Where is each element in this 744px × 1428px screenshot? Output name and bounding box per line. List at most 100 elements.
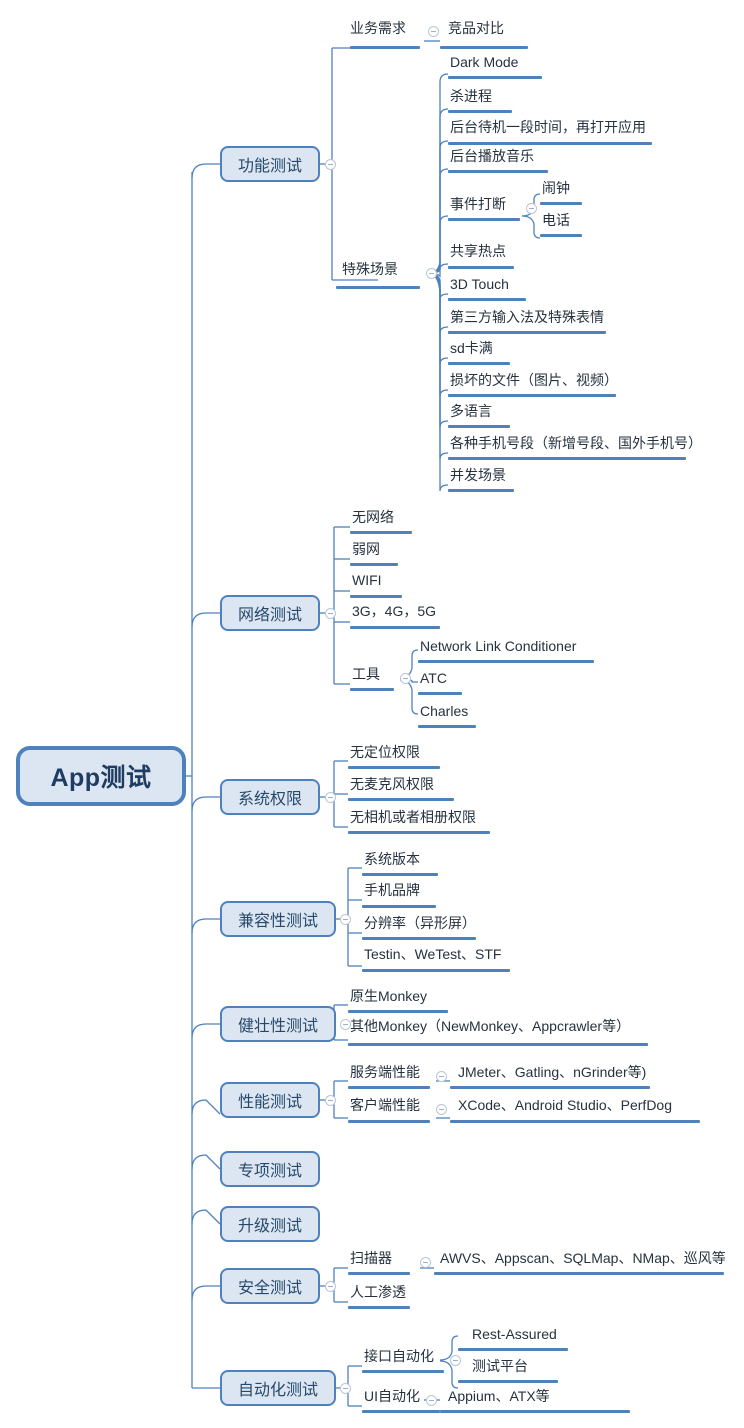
collapse-toggle-api-automation[interactable] bbox=[450, 1355, 461, 1366]
collapse-toggle-client-performance[interactable] bbox=[436, 1104, 447, 1115]
leaf-phone-call[interactable]: 电话 bbox=[542, 212, 570, 228]
leaf-multi-language[interactable]: 多语言 bbox=[450, 403, 492, 419]
collapse-toggle-business-requirement[interactable] bbox=[428, 26, 439, 37]
leaf-client-performance-tools[interactable]: XCode、Android Studio、PerfDog bbox=[458, 1097, 673, 1113]
collapse-toggle-event-interrupt[interactable] bbox=[526, 203, 537, 214]
branch-label: 系统权限 bbox=[237, 791, 302, 808]
leaf-rest-assured[interactable]: Rest-Assured bbox=[472, 1326, 557, 1342]
leaf-manual-penetration[interactable]: 人工渗透 bbox=[350, 1284, 406, 1300]
leaf-dark-mode[interactable]: Dark Mode bbox=[450, 54, 519, 70]
collapse-toggle-functional-test[interactable] bbox=[325, 159, 336, 170]
underline bbox=[448, 362, 510, 365]
leaf-os-version[interactable]: 系统版本 bbox=[364, 851, 420, 867]
underline bbox=[350, 688, 394, 691]
leaf-resolution[interactable]: 分辨率（异形屏） bbox=[364, 915, 476, 931]
leaf-3d-touch[interactable]: 3D Touch bbox=[450, 276, 509, 292]
collapse-toggle-compatibility-test[interactable] bbox=[340, 914, 351, 925]
branch-node-performance-test[interactable]: 性能测试 bbox=[220, 1082, 320, 1118]
leaf-no-location-permission[interactable]: 无定位权限 bbox=[350, 744, 420, 760]
leaf-cloud-test-platforms[interactable]: Testin、WeTest、STF bbox=[364, 946, 502, 962]
leaf-scanner-tools[interactable]: AWVS、Appscan、SQLMap、NMap、巡风等 bbox=[440, 1250, 726, 1266]
underline bbox=[450, 1086, 650, 1089]
branch-node-special-test[interactable]: 专项测试 bbox=[220, 1151, 320, 1187]
underline bbox=[348, 798, 454, 801]
underline bbox=[348, 1120, 430, 1123]
branch-node-network-test[interactable]: 网络测试 bbox=[220, 595, 320, 631]
leaf-share-hotspot[interactable]: 共享热点 bbox=[450, 243, 506, 259]
leaf-ui-automation-tools[interactable]: Appium、ATX等 bbox=[448, 1388, 550, 1404]
leaf-mobile-networks[interactable]: 3G，4G，5G bbox=[352, 603, 437, 619]
leaf-phone-number-segments[interactable]: 各种手机号段（新增号段、国外手机号） bbox=[450, 435, 702, 451]
underline bbox=[448, 170, 548, 173]
collapse-toggle-scanner[interactable] bbox=[420, 1257, 431, 1268]
collapse-toggle-server-performance[interactable] bbox=[436, 1071, 447, 1082]
leaf-api-automation[interactable]: 接口自动化 bbox=[364, 1348, 434, 1364]
leaf-concurrent-scenario[interactable]: 并发场景 bbox=[450, 467, 506, 483]
underline bbox=[448, 266, 514, 269]
collapse-toggle-security-test[interactable] bbox=[325, 1281, 336, 1292]
leaf-test-platform[interactable]: 测试平台 bbox=[472, 1358, 528, 1374]
underline bbox=[450, 1120, 700, 1123]
leaf-network-link-conditioner[interactable]: Network Link Conditioner bbox=[420, 638, 577, 654]
branch-label: 专项测试 bbox=[237, 1163, 302, 1180]
branch-node-functional-test[interactable]: 功能测试 bbox=[220, 146, 320, 182]
branch-node-security-test[interactable]: 安全测试 bbox=[220, 1268, 320, 1304]
leaf-kill-process[interactable]: 杀进程 bbox=[450, 88, 492, 104]
underline bbox=[362, 1370, 444, 1373]
leaf-charles[interactable]: Charles bbox=[420, 703, 469, 719]
collapse-toggle-performance-test[interactable] bbox=[325, 1095, 336, 1106]
branch-node-upgrade-test[interactable]: 升级测试 bbox=[220, 1206, 320, 1242]
leaf-server-performance[interactable]: 服务端性能 bbox=[350, 1064, 420, 1080]
underline bbox=[458, 1348, 568, 1351]
node-business-requirement[interactable]: 业务需求 bbox=[350, 20, 406, 36]
collapse-toggle-ui-automation[interactable] bbox=[426, 1395, 437, 1406]
branch-label: 兼容性测试 bbox=[237, 913, 318, 930]
collapse-toggle-system-permission[interactable] bbox=[325, 792, 336, 803]
leaf-scanner[interactable]: 扫描器 bbox=[350, 1250, 392, 1266]
leaf-client-performance[interactable]: 客户端性能 bbox=[350, 1097, 420, 1113]
leaf-no-network[interactable]: 无网络 bbox=[352, 509, 394, 525]
collapse-toggle-special-scenario[interactable] bbox=[426, 268, 437, 279]
leaf-no-camera-permission[interactable]: 无相机或者相册权限 bbox=[350, 809, 476, 825]
node-special-scenario[interactable]: 特殊场景 bbox=[342, 261, 398, 277]
underline bbox=[448, 425, 510, 428]
leaf-background-standby[interactable]: 后台待机一段时间，再打开应用 bbox=[450, 119, 646, 135]
collapse-toggle-robustness-test[interactable] bbox=[340, 1019, 351, 1030]
leaf-sd-card-full[interactable]: sd卡满 bbox=[450, 340, 493, 356]
branch-node-compatibility-test[interactable]: 兼容性测试 bbox=[220, 901, 336, 937]
underline bbox=[350, 563, 398, 566]
branch-node-robustness-test[interactable]: 健壮性测试 bbox=[220, 1006, 336, 1042]
underline bbox=[448, 76, 542, 79]
leaf-other-monkey[interactable]: 其他Monkey（NewMonkey、Appcrawler等） bbox=[350, 1018, 631, 1034]
branch-node-automation-test[interactable]: 自动化测试 bbox=[220, 1370, 336, 1406]
underline bbox=[348, 1306, 410, 1309]
branch-node-system-permission[interactable]: 系统权限 bbox=[220, 779, 320, 815]
collapse-toggle-automation-test[interactable] bbox=[340, 1383, 351, 1394]
leaf-ui-automation[interactable]: UI自动化 bbox=[364, 1388, 420, 1404]
root-node[interactable]: App测试 bbox=[16, 746, 186, 806]
leaf-alarm-clock[interactable]: 闹钟 bbox=[542, 180, 570, 196]
underline bbox=[350, 595, 402, 598]
underline bbox=[348, 1010, 448, 1013]
leaf-event-interrupt[interactable]: 事件打断 bbox=[450, 196, 506, 212]
leaf-wifi[interactable]: WIFI bbox=[352, 572, 382, 588]
underline bbox=[350, 626, 440, 629]
leaf-corrupted-file[interactable]: 损坏的文件（图片、视频） bbox=[450, 372, 618, 388]
leaf-atc[interactable]: ATC bbox=[420, 670, 447, 686]
branch-label: 功能测试 bbox=[237, 158, 302, 175]
leaf-network-tools[interactable]: 工具 bbox=[352, 666, 380, 682]
leaf-server-performance-tools[interactable]: JMeter、Gatling、nGrinder等) bbox=[458, 1064, 647, 1080]
underline bbox=[362, 1410, 440, 1413]
leaf-no-microphone-permission[interactable]: 无麦克风权限 bbox=[350, 776, 434, 792]
node-competitor-comparison[interactable]: 竞品对比 bbox=[448, 20, 504, 36]
leaf-native-monkey[interactable]: 原生Monkey bbox=[350, 988, 428, 1004]
leaf-background-music[interactable]: 后台播放音乐 bbox=[450, 148, 534, 164]
collapse-toggle-network-test[interactable] bbox=[325, 608, 336, 619]
leaf-third-party-ime[interactable]: 第三方输入法及特殊表情 bbox=[450, 309, 604, 325]
leaf-weak-network[interactable]: 弱网 bbox=[352, 541, 380, 557]
leaf-phone-brand[interactable]: 手机品牌 bbox=[364, 882, 420, 898]
underline bbox=[348, 766, 440, 769]
branch-label: 安全测试 bbox=[237, 1280, 302, 1297]
collapse-toggle-network-tools[interactable] bbox=[400, 673, 411, 684]
